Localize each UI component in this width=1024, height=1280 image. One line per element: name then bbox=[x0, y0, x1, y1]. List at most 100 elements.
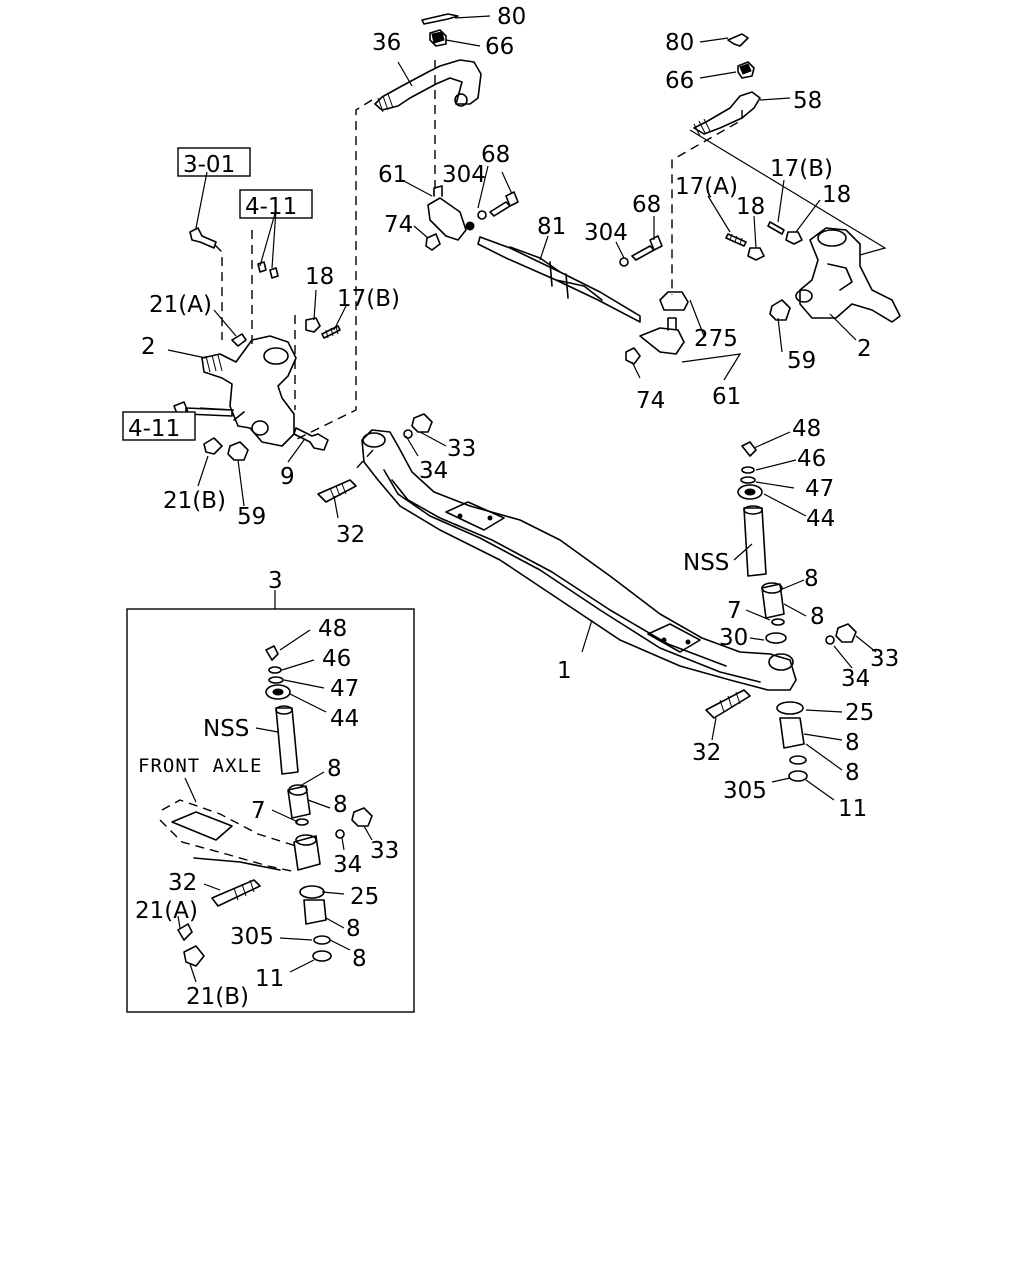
callout-21a: 21(A) bbox=[149, 292, 212, 318]
callout-17b: 17(B) bbox=[337, 286, 400, 312]
assembly-lines bbox=[214, 60, 887, 471]
callout-8: 8 bbox=[333, 792, 348, 818]
callout-8: 8 bbox=[804, 566, 819, 592]
nut-59-left bbox=[227, 441, 249, 461]
callout-18: 18 bbox=[822, 182, 851, 208]
callout-nss: NSS bbox=[203, 716, 249, 742]
grease-nipple-21a bbox=[231, 333, 247, 347]
callout-44: 44 bbox=[330, 706, 359, 732]
drag-link-arm bbox=[374, 29, 482, 113]
callout-11: 11 bbox=[255, 966, 284, 992]
grease-nipple-21b bbox=[203, 437, 223, 455]
callout-66: 66 bbox=[485, 34, 514, 60]
callout-8: 8 bbox=[346, 916, 361, 942]
callout-68: 68 bbox=[481, 142, 510, 168]
callout-44: 44 bbox=[806, 506, 835, 532]
callout-18: 18 bbox=[305, 264, 334, 290]
bolt-4-11-upper bbox=[257, 261, 279, 279]
reference-label: 4-11 bbox=[245, 194, 297, 220]
callout-46: 46 bbox=[797, 446, 826, 472]
reference-box-3-01[interactable]: 3-01 bbox=[177, 147, 251, 178]
callout-81: 81 bbox=[537, 214, 566, 240]
callout-61: 61 bbox=[712, 384, 741, 410]
tie-rod-end-left-61 bbox=[425, 185, 475, 251]
front-axle-beam bbox=[361, 429, 797, 691]
callout-58: 58 bbox=[793, 88, 822, 114]
bolt-17b-left bbox=[321, 325, 341, 339]
callout-25: 25 bbox=[845, 700, 874, 726]
callout-59: 59 bbox=[237, 504, 266, 530]
reference-label: 4-11 bbox=[128, 416, 180, 442]
callout-48: 48 bbox=[318, 616, 347, 642]
callout-2: 2 bbox=[141, 334, 156, 360]
callout-80: 80 bbox=[665, 30, 694, 56]
tie-rod-end-right-61 bbox=[625, 317, 685, 365]
callout-8: 8 bbox=[327, 756, 342, 782]
callout-7: 7 bbox=[727, 598, 742, 624]
reference-box-4-11-lower[interactable]: 4-11 bbox=[122, 411, 196, 442]
callout-80: 80 bbox=[497, 4, 526, 30]
callout-32: 32 bbox=[692, 740, 721, 766]
callout-47: 47 bbox=[805, 476, 834, 502]
callout-8: 8 bbox=[845, 760, 860, 786]
dust-cover-275 bbox=[659, 291, 689, 311]
nut-33-lower bbox=[825, 623, 857, 645]
callout-305: 305 bbox=[230, 924, 274, 950]
nut-59-right bbox=[769, 299, 791, 321]
callout-21b: 21(B) bbox=[163, 488, 226, 514]
callout-33: 33 bbox=[870, 646, 899, 672]
callout-33: 33 bbox=[370, 838, 399, 864]
callout-32: 32 bbox=[168, 870, 197, 896]
callout-61: 61 bbox=[378, 162, 407, 188]
callout-17a: 17(A) bbox=[675, 174, 738, 200]
callout-275: 275 bbox=[694, 326, 738, 352]
steering-knuckle-right bbox=[795, 227, 901, 323]
callout-21a: 21(A) bbox=[135, 898, 198, 924]
callout-305: 305 bbox=[723, 778, 767, 804]
callout-34: 34 bbox=[333, 852, 362, 878]
king-pin-32-upper bbox=[317, 479, 357, 503]
leader-lines bbox=[167, 15, 877, 983]
callout-8: 8 bbox=[845, 730, 860, 756]
callout-46: 46 bbox=[322, 646, 351, 672]
callout-32: 32 bbox=[336, 522, 365, 548]
steering-knuckle-left bbox=[201, 335, 297, 447]
callout-7: 7 bbox=[251, 798, 266, 824]
knuckle-arm-58 bbox=[693, 33, 761, 137]
callout-labels: 80 66 36 80 66 58 68 61 304 74 81 68 304… bbox=[135, 4, 899, 1010]
callout-304: 304 bbox=[584, 220, 628, 246]
bolt-17a bbox=[725, 233, 747, 247]
inset-label: 3 bbox=[268, 568, 283, 594]
king-pin-stack-right bbox=[737, 441, 808, 782]
callout-34: 34 bbox=[419, 458, 448, 484]
callout-36: 36 bbox=[372, 30, 401, 56]
callout-68: 68 bbox=[632, 192, 661, 218]
callout-48: 48 bbox=[792, 416, 821, 442]
callout-66: 66 bbox=[665, 68, 694, 94]
callout-74: 74 bbox=[384, 212, 413, 238]
reference-label: 3-01 bbox=[183, 152, 235, 178]
callout-21b: 21(B) bbox=[186, 984, 249, 1010]
callout-34: 34 bbox=[841, 666, 870, 692]
bolt-9 bbox=[293, 427, 329, 451]
callout-47: 47 bbox=[330, 676, 359, 702]
callout-18: 18 bbox=[736, 194, 765, 220]
nut-33-upper bbox=[403, 413, 433, 439]
clamp-bolt-68b bbox=[619, 235, 663, 267]
nut-18-left bbox=[305, 317, 321, 333]
callout-8: 8 bbox=[810, 604, 825, 630]
inset-caption: FRONT AXLE bbox=[138, 755, 262, 777]
tie-rod-81 bbox=[477, 236, 641, 323]
clamp-bolt-68a bbox=[477, 191, 519, 220]
callout-304: 304 bbox=[442, 162, 486, 188]
bolt-3-01 bbox=[189, 227, 217, 249]
king-pin-32-lower bbox=[705, 689, 751, 719]
callout-17b: 17(B) bbox=[770, 156, 833, 182]
callout-33: 33 bbox=[447, 436, 476, 462]
callout-74: 74 bbox=[636, 388, 665, 414]
bolt-17b-right bbox=[767, 221, 785, 235]
callout-2: 2 bbox=[857, 336, 872, 362]
callout-59: 59 bbox=[787, 348, 816, 374]
callout-25: 25 bbox=[350, 884, 379, 910]
